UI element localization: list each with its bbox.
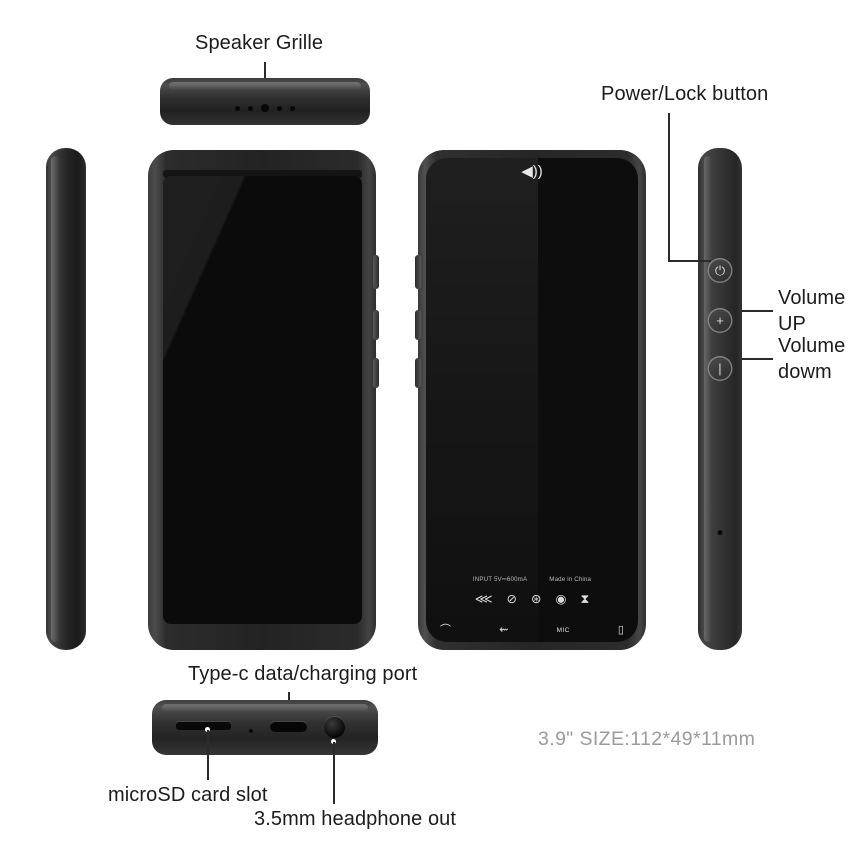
microsd-card-slot <box>176 722 231 730</box>
reset-pinhole <box>249 729 253 733</box>
leader-line-volume-up <box>742 310 773 312</box>
device-front-view <box>148 150 379 650</box>
fcc-mark-icon: ◉ <box>555 592 567 606</box>
front-edge-button-power <box>373 255 379 289</box>
callout-power-lock-button: Power/Lock button <box>601 83 769 105</box>
wheelie-bin-mark-icon: ⊛ <box>531 592 542 606</box>
callout-volume-down-line1: Volume <box>778 335 846 357</box>
plus-icon: + <box>716 313 724 328</box>
power-lock-button[interactable]: ⏻ <box>707 258 733 283</box>
leader-line-headphone <box>333 742 335 804</box>
recycle-mark-icon: ⊘ <box>506 592 518 606</box>
leader-line-power-horizontal <box>668 260 711 262</box>
back-print-line: INPUT 5V⎓600mA Made in China <box>418 576 646 584</box>
front-edge-button-volume-down <box>373 358 379 388</box>
callout-microsd-slot: microSD card slot <box>108 784 268 806</box>
headphone-jack-port <box>324 717 345 738</box>
volume-down-button[interactable]: | <box>707 356 733 381</box>
back-port-legend-row: ⌒ ⇜ MIC ▯ <box>440 625 624 636</box>
callout-volume-up-line2: UP <box>778 313 806 335</box>
headphone-icon: ⌒ <box>440 624 451 636</box>
front-top-bar <box>163 170 362 178</box>
leader-dot-headphone <box>331 739 336 744</box>
grille-hole <box>290 105 295 111</box>
leader-line-power-vertical <box>668 113 670 261</box>
callout-volume-up: Volume UP <box>778 285 848 337</box>
usb-icon: ⇜ <box>499 624 509 636</box>
back-edge-button-volume-down <box>415 358 421 388</box>
sdcard-icon: ▯ <box>617 624 624 636</box>
grille-hole <box>261 104 269 112</box>
mic-label: MIC <box>556 627 570 634</box>
device-bottom-edge-view <box>152 700 378 755</box>
size-spec-text: 3.9" SIZE:112*49*11mm <box>538 728 756 750</box>
back-edge-button-power <box>415 255 421 289</box>
callout-headphone-out: 3.5mm headphone out <box>254 808 457 830</box>
callout-type-c-port: Type-c data/charging port <box>188 663 418 685</box>
hourglass-mark-icon: ⧗ <box>580 592 590 606</box>
power-icon: ⏻ <box>714 263 726 278</box>
back-regulatory-print: INPUT 5V⎓600mA Made in China ⋘ ⊘ ⊛ ◉ ⧗ <box>418 576 646 606</box>
grille-hole <box>277 105 282 111</box>
microphone-hole <box>717 530 723 535</box>
leader-line-volume-down <box>742 358 773 360</box>
device-right-side-view: ⏻ + | <box>698 148 742 650</box>
device-left-side-view <box>46 148 86 650</box>
callout-speaker-grille: Speaker Grille <box>195 32 324 54</box>
callout-volume-up-line1: Volume <box>778 287 846 309</box>
leader-dot-microsd <box>205 727 210 732</box>
callout-volume-down-line2: dowm <box>778 361 832 383</box>
grille-hole <box>248 105 253 111</box>
input-rating-text: INPUT 5V⎓600mA <box>472 576 528 583</box>
back-panel-surface <box>426 158 638 642</box>
device-top-edge-view <box>160 78 370 125</box>
back-edge-button-volume-up <box>415 310 421 340</box>
callout-volume-down: Volume dowm <box>778 333 850 385</box>
usb-type-c-port <box>270 722 307 732</box>
ce-mark-icon: ⋘ <box>474 592 493 606</box>
leader-line-microsd <box>207 730 209 780</box>
grille-hole <box>235 105 240 111</box>
minus-icon: | <box>718 361 722 376</box>
speaker-grille-holes <box>235 104 295 112</box>
front-screen <box>163 176 362 624</box>
certification-icons-row: ⋘ ⊘ ⊛ ◉ ⧗ <box>418 593 646 606</box>
front-edge-button-volume-up <box>373 310 379 340</box>
speaker-icon: ◀)) <box>521 163 543 180</box>
device-back-view: ◀)) INPUT 5V⎓600mA Made in China ⋘ ⊘ ⊛ ◉… <box>415 150 646 650</box>
origin-text: Made in China <box>549 576 592 583</box>
volume-up-button[interactable]: + <box>707 308 733 333</box>
